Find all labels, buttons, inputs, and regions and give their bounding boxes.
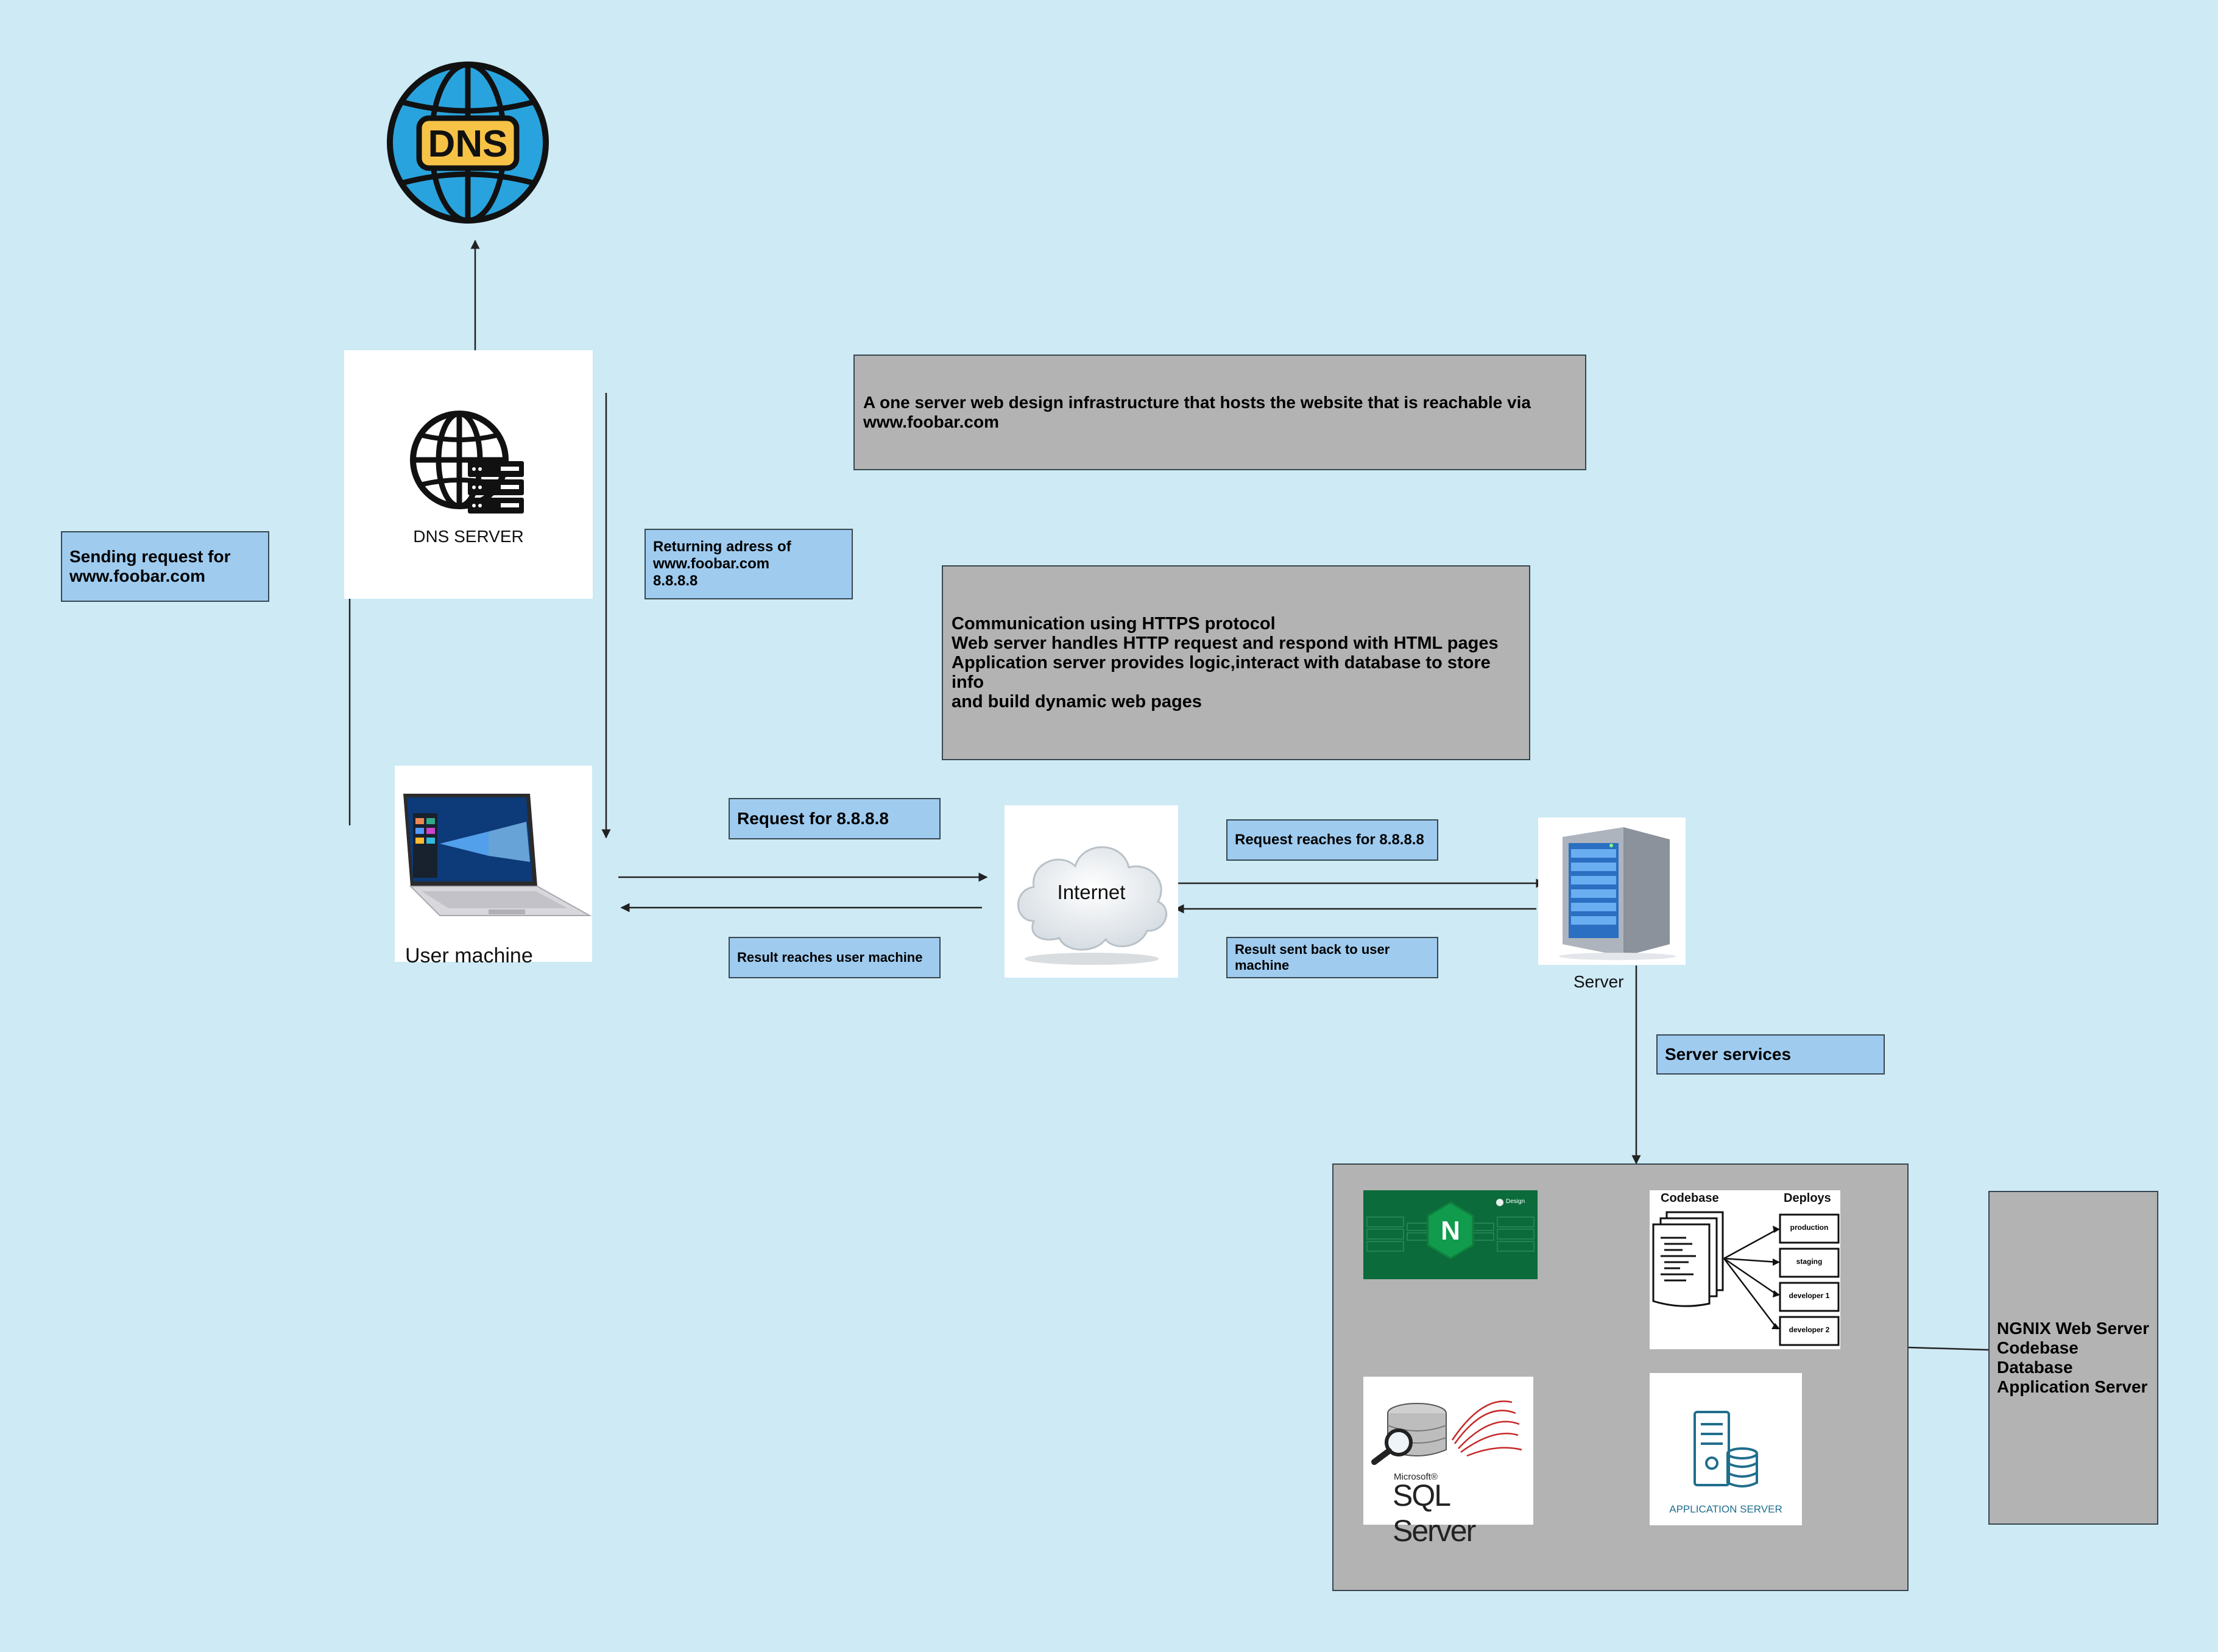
deploy-developer-2: developer 2 (1789, 1325, 1830, 1334)
nginx-letter: N (1441, 1216, 1460, 1246)
dns-server-icon (409, 406, 525, 516)
note-services-list: NGNIX Web Server Codebase Database Appli… (1988, 1191, 2158, 1525)
dns-server-label: DNS SERVER (413, 527, 524, 546)
server-icon (1550, 825, 1676, 960)
codebase-title: Codebase (1661, 1191, 1719, 1205)
deploy-developer-1: developer 1 (1789, 1291, 1830, 1300)
sql-product: SQL Server (1393, 1478, 1476, 1548)
dns-server-card[interactable]: DNS SERVER (344, 350, 593, 599)
note-result-reaches-user-text: Result reaches user machine (737, 950, 923, 965)
note-server-services-text: Server services (1665, 1045, 1792, 1064)
dns-globe-icon: DNS (385, 60, 551, 225)
nginx-background-icon (1366, 1199, 1535, 1260)
note-request-for-text: Request for 8.8.8.8 (737, 809, 889, 828)
line-services-to-list (1907, 1346, 1990, 1351)
user-machine-card[interactable]: User machine (395, 766, 592, 967)
application-server-label: APPLICATION SERVER (1669, 1503, 1782, 1515)
note-request-reaches: Request reaches for 8.8.8.8 (1226, 819, 1438, 861)
laptop-icon (397, 789, 592, 923)
application-server-tile[interactable]: APPLICATION SERVER (1650, 1373, 1802, 1525)
note-request-for: Request for 8.8.8.8 (729, 798, 941, 839)
server-card[interactable]: Server (1538, 817, 1686, 991)
note-server-services: Server services (1656, 1034, 1885, 1075)
internet-label: Internet (1057, 881, 1126, 903)
codebase-tile[interactable]: Codebase Deploys produc (1650, 1190, 1840, 1349)
deploys-title: Deploys (1784, 1191, 1831, 1205)
note-returning-address-text: Returning adress of www.foobar.com 8.8.8… (653, 538, 791, 589)
user-machine-label: User machine (405, 944, 533, 967)
note-returning-address: Returning adress of www.foobar.com 8.8.8… (645, 529, 853, 599)
note-result-reaches-user: Result reaches user machine (729, 937, 941, 978)
nginx-brand: Design (1506, 1198, 1525, 1205)
note-description: A one server web design infrastructure t… (853, 355, 1586, 470)
note-communication-text: Communication using HTTPS protocol Web s… (952, 614, 1499, 711)
note-result-sent-back-text: Result sent back to user machine (1235, 942, 1390, 973)
note-sending-request-text: Sending request for www.foobar.com (69, 547, 231, 585)
note-request-reaches-text: Request reaches for 8.8.8.8 (1235, 831, 1424, 848)
sql-server-tile[interactable]: Microsoft® SQL Server (1363, 1377, 1533, 1548)
note-result-sent-back: Result sent back to user machine (1226, 937, 1438, 978)
note-description-text: A one server web design infrastructure t… (863, 393, 1531, 431)
deploy-staging: staging (1796, 1257, 1823, 1266)
note-services-list-text: NGNIX Web Server Codebase Database Appli… (1997, 1319, 2150, 1396)
internet-card[interactable]: Internet (1005, 805, 1178, 978)
database-icon (1371, 1400, 1522, 1465)
note-communication: Communication using HTTPS protocol Web s… (942, 565, 1530, 760)
note-sending-request: Sending request for www.foobar.com (61, 531, 269, 602)
server-label: Server (1573, 972, 1624, 991)
sql-vendor: Microsoft® (1394, 1472, 1438, 1482)
nginx-tile[interactable]: N Design (1363, 1190, 1538, 1279)
application-server-icon (1694, 1411, 1758, 1488)
codebase-diagram-icon (1652, 1211, 1840, 1346)
cloud-icon (1009, 824, 1174, 967)
dns-globe-label: DNS (428, 123, 508, 165)
deploy-production: production (1790, 1223, 1829, 1232)
